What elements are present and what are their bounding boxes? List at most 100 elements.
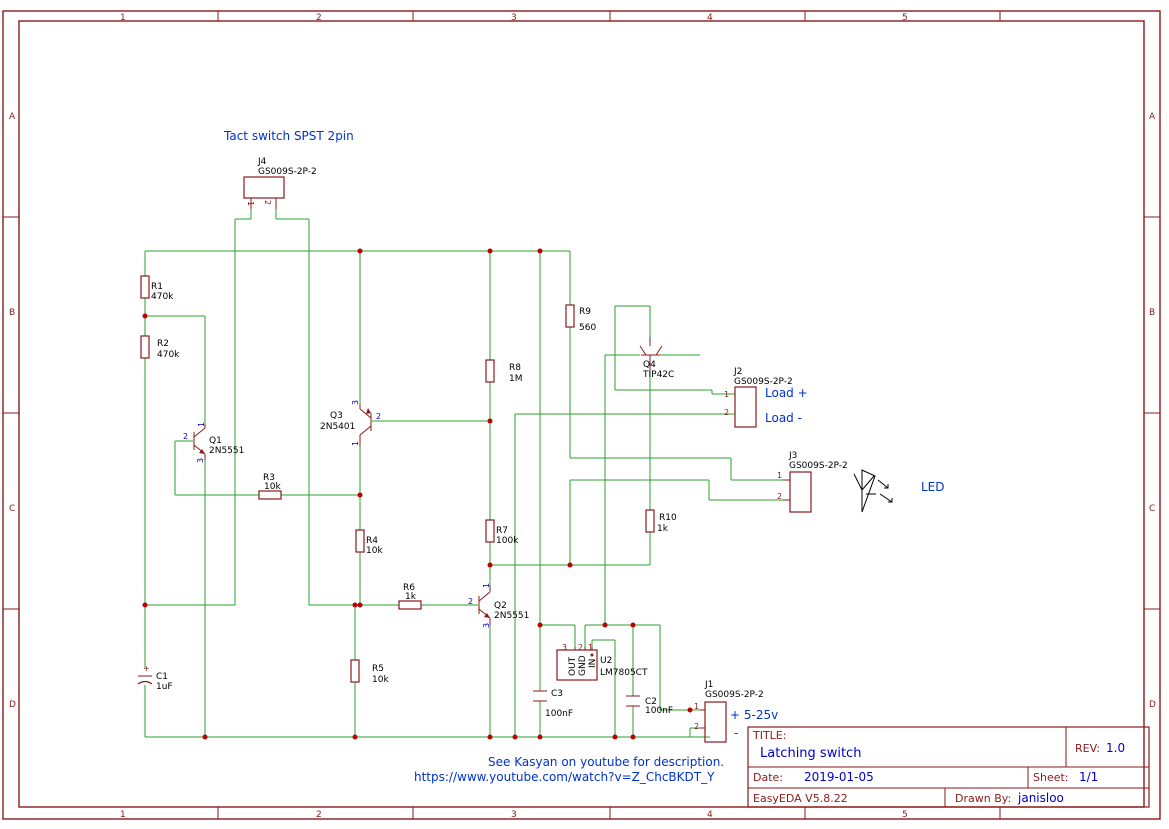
row-label-left-c: C: [9, 504, 15, 514]
r3-value: 10k: [264, 482, 281, 492]
capacitor-c3[interactable]: C3 100nF: [533, 689, 573, 719]
title-label: TITLE:: [752, 729, 786, 742]
j3-pin2: 2: [777, 492, 782, 501]
q2-pin2: 2: [468, 597, 473, 606]
resistor-r9[interactable]: R9 560: [565, 304, 596, 333]
j1-value: GS009S-2P-2: [705, 690, 764, 700]
row-label-right-b: B: [1149, 308, 1155, 318]
drawn-by-label: Drawn By:: [955, 792, 1011, 805]
j1-ref: J1: [704, 680, 713, 690]
q2-pin1: 1: [482, 583, 491, 588]
row-label-left-a: A: [9, 112, 16, 122]
r8-ref: R8: [509, 363, 521, 373]
transistor-q1[interactable]: 1 2 3 Q1 2N5551: [183, 422, 244, 463]
youtube-link[interactable]: https://www.youtube.com/watch?v=Z_ChcBKD…: [414, 770, 715, 784]
j2-ref: J2: [733, 367, 742, 377]
led-note: LED: [921, 480, 945, 494]
resistor-r5[interactable]: R5 10k: [350, 659, 389, 685]
j2-value: GS009S-2P-2: [734, 377, 793, 387]
q1-ref: Q1: [209, 436, 222, 446]
transistor-q3[interactable]: 3 2 1 Q3 2N5401: [320, 400, 381, 446]
q3-pin3: 3: [351, 400, 360, 405]
resistor-r6[interactable]: R6 1k: [398, 583, 422, 610]
q2-ref: Q2: [494, 601, 507, 611]
row-label-right-c: C: [1149, 504, 1155, 514]
capacitor-c1[interactable]: + C1 1uF: [137, 664, 173, 692]
connector-j1[interactable]: 1 2 J1 GS009S-2P-2: [694, 680, 764, 743]
q1-pin1: 1: [197, 422, 206, 427]
r5-value: 10k: [372, 675, 389, 685]
j3-ref: J3: [788, 451, 797, 461]
tool-version: EasyEDA V5.8.22: [753, 792, 848, 805]
c3-ref: C3: [551, 689, 563, 699]
col-label-top-3: 3: [511, 13, 517, 23]
rev-value: 1.0: [1106, 741, 1125, 755]
row-label-right-a: A: [1149, 112, 1156, 122]
j4-value: GS009S-2P-2: [258, 167, 317, 177]
u2-num-3: 3: [562, 643, 567, 652]
supply-plus-note: + 5-25v: [730, 708, 778, 722]
col-label-bottom-5: 5: [902, 810, 908, 820]
col-label-top-2: 2: [316, 13, 322, 23]
resistor-r2[interactable]: R2 470k: [140, 335, 180, 360]
date-value: 2019-01-05: [804, 770, 874, 784]
c2-ref: C2: [645, 697, 657, 707]
col-label-top-1: 1: [120, 13, 126, 23]
connector-j4[interactable]: 1 2 J4 GS009S-2P-2: [243, 157, 317, 209]
q3-pin2: 2: [376, 412, 381, 421]
regulator-u2[interactable]: OUT GND IN 3 2 1 U2 LM7805CT: [556, 643, 648, 681]
q4-value: TIP42C: [642, 370, 674, 380]
c3-value: 100nF: [545, 709, 573, 719]
title-block: TITLE: Latching switch REV: 1.0 Date: 20…: [747, 726, 1150, 808]
load-minus-note: Load -: [765, 411, 802, 425]
r10-value: 1k: [657, 524, 669, 534]
resistor-r8[interactable]: R8 1M: [485, 359, 523, 384]
r5-ref: R5: [372, 664, 384, 674]
resistor-r4[interactable]: R4 10k: [355, 529, 383, 556]
r2-value: 470k: [157, 350, 180, 360]
u2-pin-in: IN: [588, 659, 598, 668]
supply-minus-note: -: [734, 726, 738, 740]
led-symbol-icon: [853, 469, 893, 513]
r7-value: 100k: [496, 536, 519, 546]
q1-pin3: 3: [196, 458, 205, 463]
transistor-q4[interactable]: Q4 TIP42C: [639, 337, 674, 380]
q3-pin1: 1: [351, 441, 360, 446]
annotations: Tact switch SPST 2pin Load + Load - LED …: [223, 129, 945, 784]
title-value: Latching switch: [760, 746, 861, 761]
resistor-r1[interactable]: R1 470k: [140, 275, 174, 302]
r1-value: 470k: [151, 292, 174, 302]
c1-polarity: +: [143, 664, 150, 673]
q2-pin3: 3: [482, 623, 491, 628]
resistor-r7[interactable]: R7 100k: [485, 519, 519, 546]
drawn-by-value: janisloo: [1017, 791, 1064, 805]
col-label-top-4: 4: [707, 13, 713, 23]
connector-j3[interactable]: 1 2 J3 GS009S-2P-2: [777, 451, 848, 513]
u2-ref: U2: [600, 656, 612, 666]
q4-ref: Q4: [643, 360, 656, 370]
u2-pin-out: OUT: [568, 656, 578, 676]
r7-ref: R7: [496, 526, 508, 536]
q1-value: 2N5551: [209, 446, 244, 456]
junctions: [142, 248, 693, 740]
capacitor-c2[interactable]: C2 100nF: [626, 695, 673, 716]
j3-value: GS009S-2P-2: [789, 461, 848, 471]
col-label-bottom-1: 1: [120, 810, 126, 820]
j4-pin2: 2: [263, 200, 272, 205]
sheet-value: 1/1: [1079, 770, 1098, 784]
connector-j2[interactable]: 1 2 J2 GS009S-2P-2: [724, 367, 793, 428]
r2-ref: R2: [157, 339, 169, 349]
resistor-r3[interactable]: R3 10k: [258, 473, 282, 500]
row-label-right-d: D: [1149, 700, 1156, 710]
resistor-r10[interactable]: R10 1k: [645, 509, 677, 534]
j2-pin1: 1: [724, 390, 729, 399]
r3-ref: R3: [263, 473, 275, 483]
r6-ref: R6: [403, 583, 415, 593]
transistor-q2[interactable]: 1 2 3 Q2 2N5551: [468, 583, 529, 628]
r10-ref: R10: [659, 513, 677, 523]
q3-value: 2N5401: [320, 422, 355, 432]
q1-pin2: 2: [183, 432, 188, 441]
u2-value: LM7805CT: [600, 668, 648, 678]
load-plus-note: Load +: [765, 386, 808, 400]
